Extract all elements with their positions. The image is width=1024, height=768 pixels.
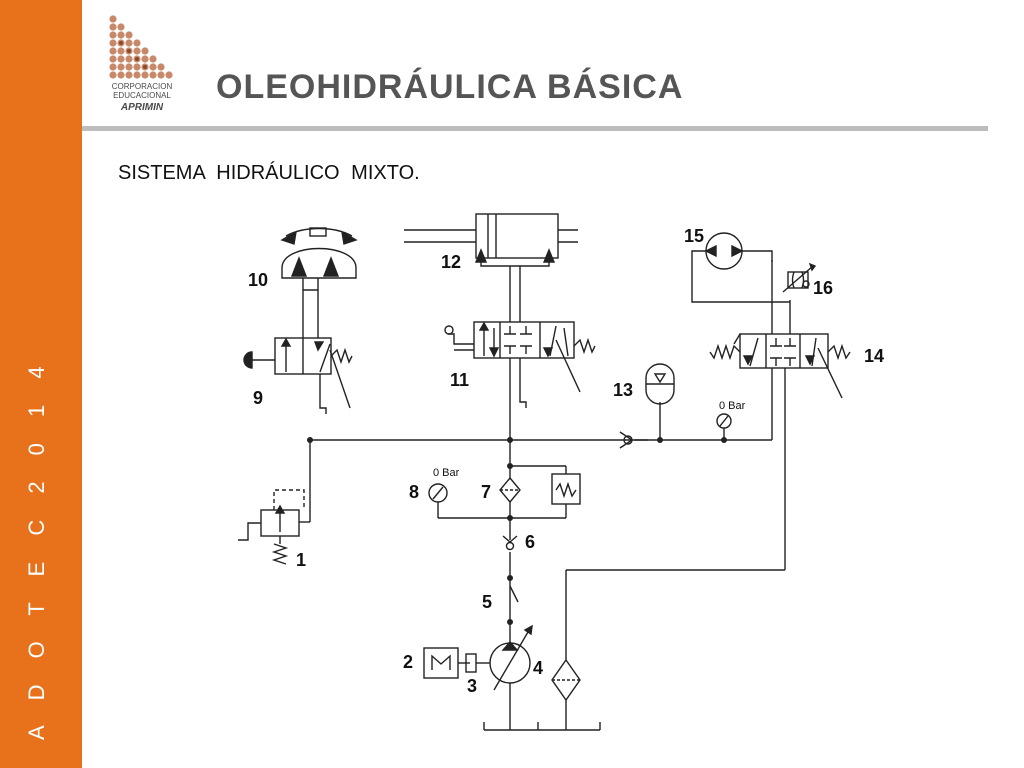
pressure-gauge-14 bbox=[716, 413, 732, 429]
directional-valve-11 bbox=[444, 321, 596, 440]
filter-7 bbox=[499, 473, 581, 505]
logo-line-1: CORPORACION bbox=[111, 82, 173, 91]
logo: CORPORACION EDUCACIONAL APRIMIN bbox=[104, 14, 180, 120]
label-4: 4 bbox=[533, 658, 543, 678]
relief-valve bbox=[238, 489, 305, 565]
check-valve-6 bbox=[502, 535, 518, 551]
label-11: 11 bbox=[450, 370, 469, 390]
label-8: 8 bbox=[409, 482, 419, 502]
label-16: 16 bbox=[813, 278, 833, 298]
label-7: 7 bbox=[481, 482, 491, 502]
accumulator-13 bbox=[619, 363, 675, 449]
pressure-gauge-8 bbox=[428, 483, 448, 503]
logo-line-3: APRIMIN bbox=[120, 102, 164, 113]
variable-pump-4 bbox=[489, 624, 533, 712]
subtitle: SISTEMA HIDRÁULICO MIXTO. bbox=[118, 162, 420, 184]
directional-valve-14 bbox=[709, 260, 851, 399]
page-title: OLEOHIDRÁULICA BÁSICA bbox=[216, 68, 684, 106]
label-2: 2 bbox=[403, 652, 413, 672]
logo-mark-icon bbox=[109, 15, 173, 79]
label-6: 6 bbox=[525, 532, 535, 552]
coupling-3 bbox=[458, 653, 490, 673]
label-15: 15 bbox=[684, 226, 704, 246]
component-labels: 1 2 3 4 5 6 7 8 9 10 11 12 13 14 15 16 0… bbox=[248, 226, 884, 696]
gauge-8-reading: 0 Bar bbox=[433, 467, 460, 479]
directional-valve-9 bbox=[243, 337, 353, 414]
label-13: 13 bbox=[613, 380, 633, 400]
title-rule bbox=[82, 126, 988, 131]
label-5: 5 bbox=[482, 592, 492, 612]
gauge-14-reading: 0 Bar bbox=[719, 400, 746, 412]
hydraulic-motor-15 bbox=[691, 232, 790, 303]
label-3: 3 bbox=[467, 676, 477, 696]
return-line bbox=[483, 368, 786, 731]
pressure-line bbox=[299, 368, 773, 642]
label-9: 9 bbox=[253, 388, 263, 408]
rotary-actuator-10 bbox=[280, 227, 358, 338]
side-bar bbox=[0, 0, 82, 768]
cylinder-12 bbox=[404, 213, 578, 322]
label-1: 1 bbox=[296, 550, 306, 570]
return-filter bbox=[551, 658, 581, 702]
label-12: 12 bbox=[441, 252, 461, 272]
flow-control-16 bbox=[782, 262, 817, 293]
label-14: 14 bbox=[864, 346, 884, 366]
logo-line-2: EDUCACIONAL bbox=[113, 91, 171, 100]
dot-junctions bbox=[307, 437, 727, 625]
label-10: 10 bbox=[248, 270, 268, 290]
electric-motor-2 bbox=[423, 647, 459, 679]
